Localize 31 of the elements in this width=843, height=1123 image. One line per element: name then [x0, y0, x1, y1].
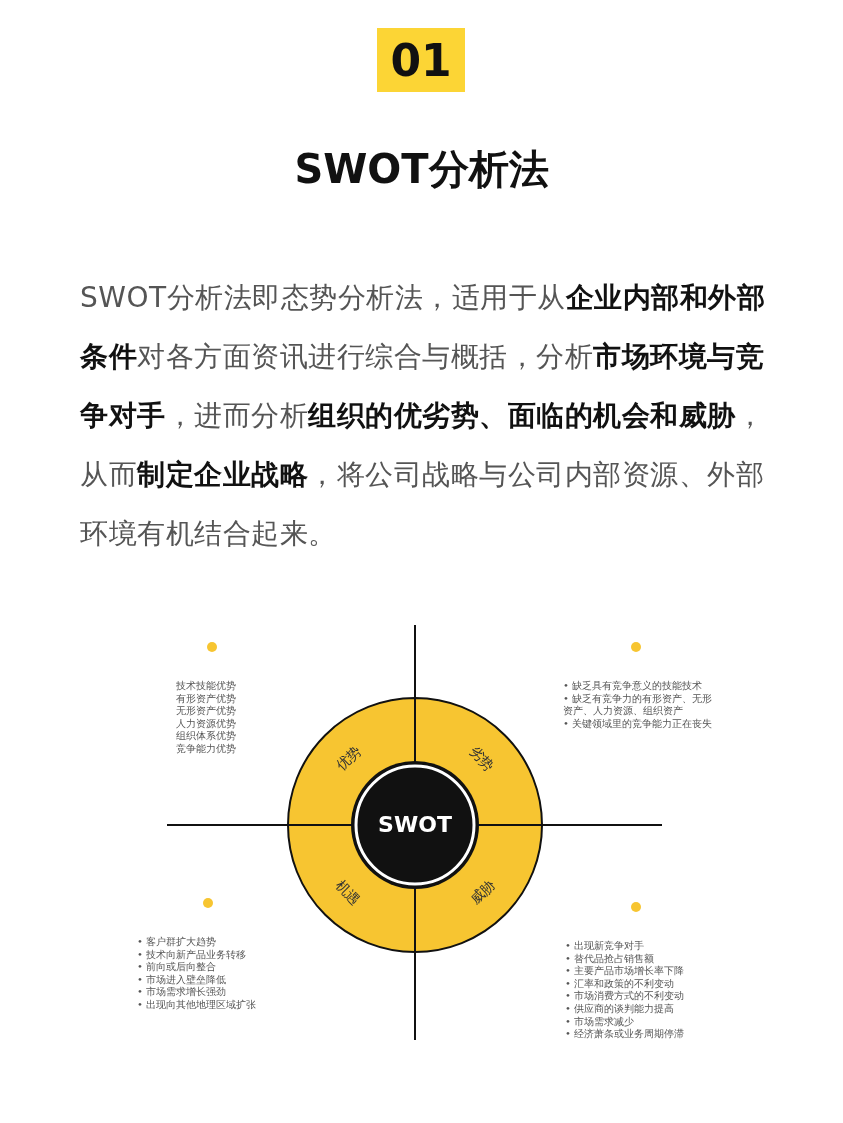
list-item: 人力资源优势 [176, 717, 237, 730]
list-item: • 经济萧条或业务周期停滞 [565, 1028, 686, 1041]
list-item: • 市场需求增长强劲 [137, 986, 228, 999]
list-item: • 替代品抢占销售额 [565, 952, 656, 965]
list-item: • 市场消费方式的不利变动 [565, 990, 686, 1003]
list-item: • 市场需求减少 [565, 1015, 636, 1028]
list-item: • 出现向其他地理区域扩张 [137, 998, 258, 1012]
list-item: 无形资产优势 [176, 705, 237, 718]
list-item: • 前向或后向整合 [137, 961, 218, 974]
sector-label: 优势 [331, 741, 365, 776]
list-item: • 供应商的谈判能力提高 [565, 1002, 676, 1016]
sector-label: 机遇 [331, 875, 365, 910]
list-item: • 缺乏具有竞争意义的技能技术 [563, 680, 704, 693]
list-item: 技术技能优势 [176, 680, 237, 693]
intro-paragraph: SWOT分析法即态势分析法，适用于从企业内部和外部条件对各方面资讯进行综合与概括，分析市场环境与竞争对手，进而分析组织的优劣势、面临的机会和威胁，从而制定企业战略，将公司战略与公司内部资源、外部环境有机结合起来。 [80, 280, 767, 552]
center-label: SWOT [377, 811, 453, 839]
sector-label: 劣势 [465, 741, 499, 776]
title: SWOT分析法 [293, 145, 550, 194]
list-item: • 技术向新产品业务转移 [137, 948, 248, 962]
list-item: • 缺乏有竞争力的有形资产、无形资产、人力资源、组织资产 [563, 692, 713, 718]
list-item: • 汇率和政策的不利变动 [565, 977, 676, 990]
list-item: • 客户群扩大趋势 [137, 936, 218, 949]
list-item: • 主要产品市场增长率下降 [565, 965, 686, 978]
sector-label: 威胁 [465, 875, 499, 910]
list-item: 有形资产优势 [176, 692, 237, 705]
list-item: • 出现新竞争对手 [565, 940, 646, 953]
list-item: • 关键领域里的竞争能力正在丧失 [563, 717, 713, 731]
list-item: 组织体系优势 [176, 730, 237, 743]
list-item: • 市场进入壁垒降低 [137, 973, 228, 986]
number-badge: 01 [377, 28, 465, 92]
list-item: 竞争能力优势 [176, 742, 237, 756]
